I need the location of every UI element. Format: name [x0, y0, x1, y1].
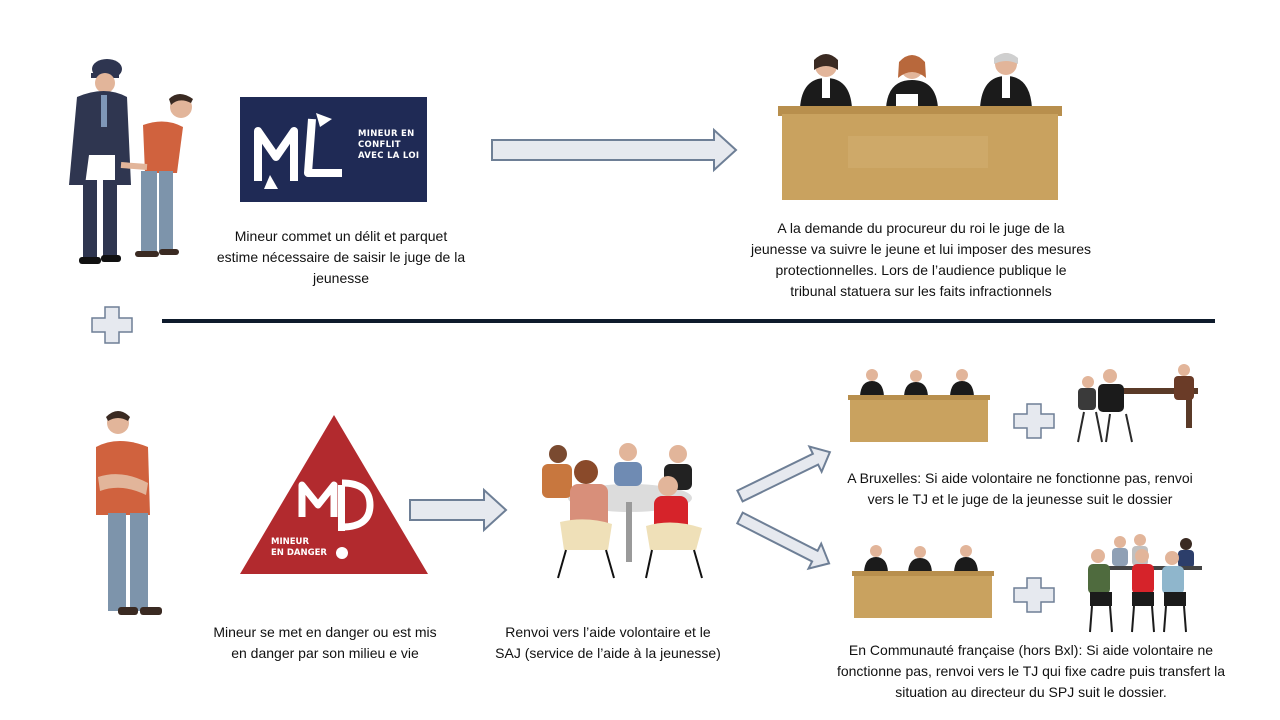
judge-office-illustration	[1077, 364, 1198, 443]
caption-bottom-left: Mineur se met en danger ou est mis en da…	[213, 624, 437, 661]
md-logo-text: MINEUR EN DANGER	[271, 537, 327, 558]
saj-meeting-illustration	[542, 443, 703, 579]
court-illustration-cf	[852, 545, 994, 618]
caption-cf: En Communauté française (hors Bxl): Si a…	[836, 642, 1226, 700]
caption-top-right: A la demande du procureur du roi le juge…	[750, 220, 1092, 299]
plus-icon-left	[91, 306, 133, 344]
teen-illustration	[96, 411, 162, 615]
plus-icon-cf	[1013, 577, 1055, 613]
ml-logo: MINEUR EN CONFLIT AVEC LA LOI	[240, 97, 427, 202]
arrow-up-right	[736, 445, 832, 503]
arrow-bottom	[409, 487, 508, 533]
arrest-illustration	[69, 59, 193, 264]
arrow-down-right	[735, 511, 831, 571]
arrow-top	[491, 127, 738, 173]
md-logo	[240, 415, 428, 574]
court-illustration-top	[778, 53, 1062, 200]
section-divider	[162, 319, 1215, 323]
spj-meeting-illustration	[1088, 534, 1202, 633]
court-illustration-bxl	[848, 369, 990, 442]
caption-bxl: A Bruxelles: Si aide volontaire ne fonct…	[847, 470, 1193, 507]
caption-top-left: Mineur commet un délit et parquet estime…	[216, 228, 466, 286]
ml-logo-text: MINEUR EN CONFLIT AVEC LA LOI	[358, 129, 420, 161]
ml-logo-mark	[254, 113, 342, 189]
caption-bottom-mid: Renvoi vers l’aide volontaire et le SAJ …	[495, 624, 721, 661]
plus-icon-bxl	[1013, 403, 1055, 439]
